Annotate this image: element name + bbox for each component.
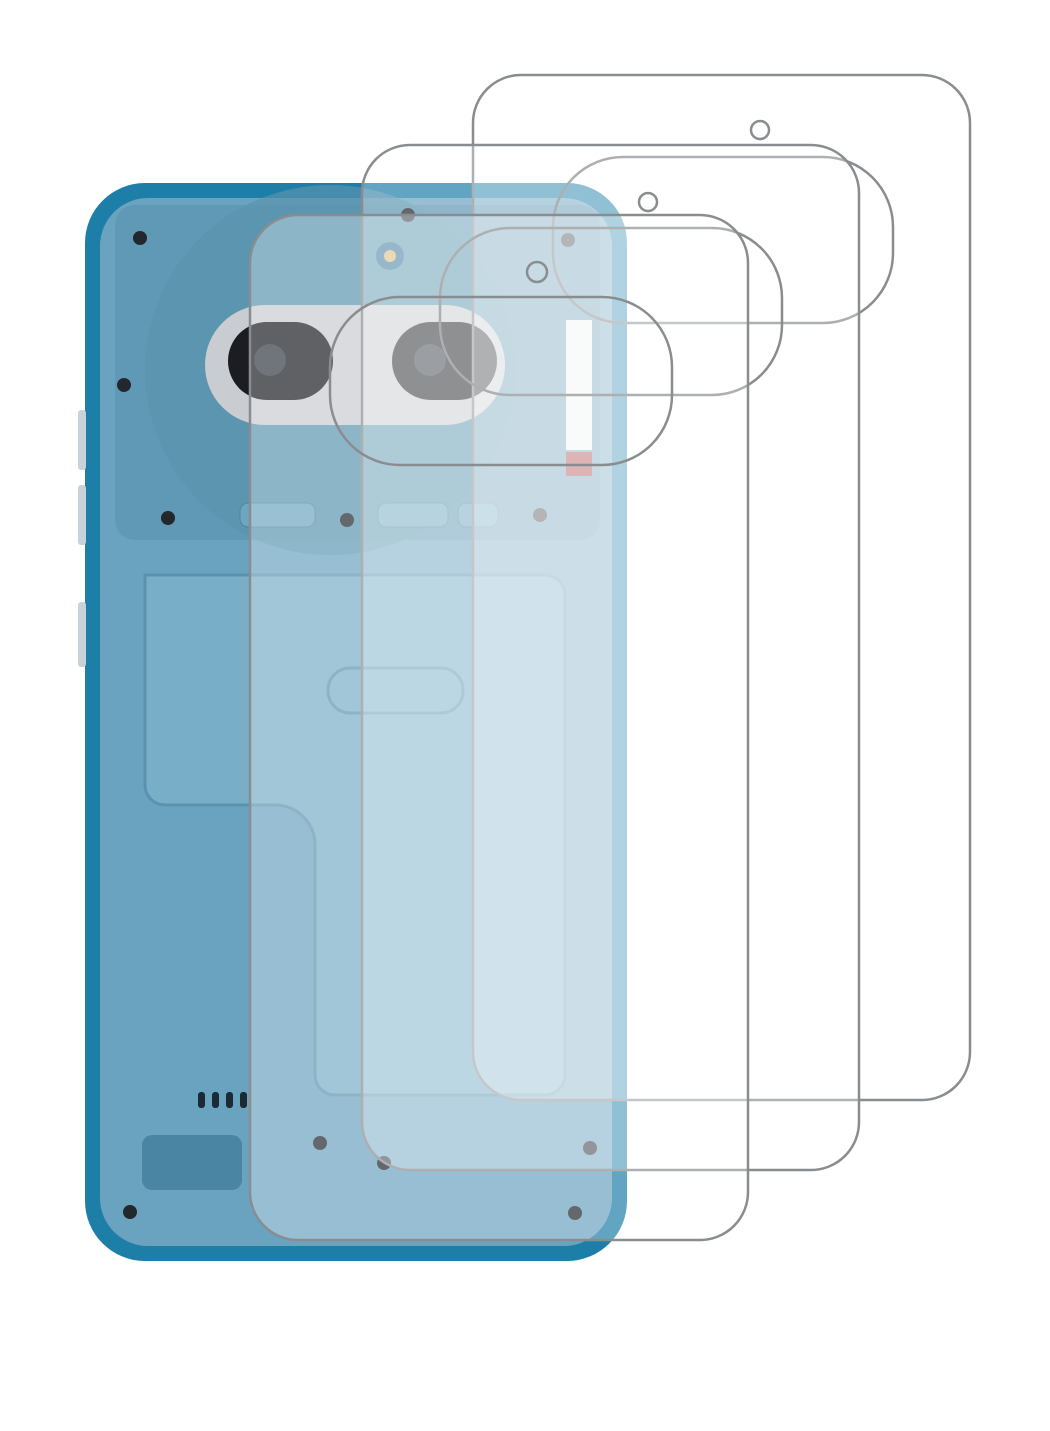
protector-3 — [471, 73, 972, 1102]
indicator-strip — [566, 320, 592, 450]
port-cover — [142, 1135, 242, 1190]
side-button — [78, 485, 86, 545]
speaker-grille — [198, 1092, 247, 1108]
protector-2 — [360, 143, 861, 1172]
lens-glass-icon — [414, 344, 446, 376]
side-button — [78, 602, 86, 667]
protector-1 — [248, 213, 750, 1242]
screws — [117, 208, 597, 1220]
screen-protectors — [248, 73, 972, 1242]
lens-glass-icon — [254, 344, 286, 376]
side-button — [78, 410, 86, 470]
